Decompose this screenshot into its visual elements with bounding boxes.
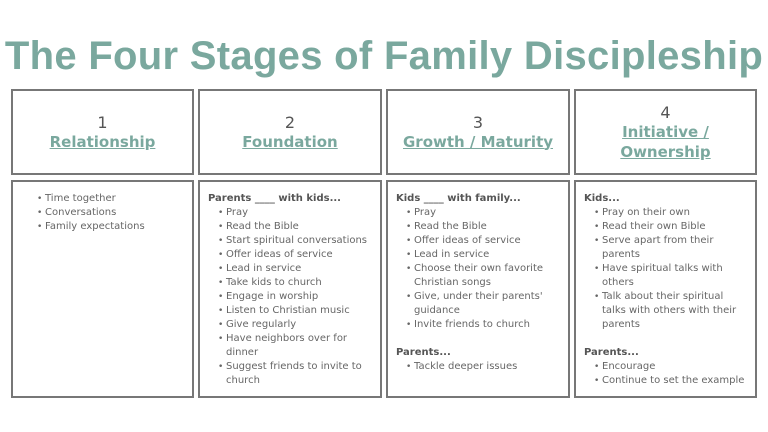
bullet-list: Tackle deeper issues bbox=[396, 360, 560, 374]
section-heading: Parents... bbox=[396, 347, 451, 358]
list-item: Give, under their parents' guidance bbox=[406, 290, 560, 318]
section-heading: Parents... bbox=[584, 347, 639, 358]
section: Parents... Tackle deeper issues bbox=[396, 346, 560, 374]
list-item: Lead in service bbox=[406, 248, 560, 262]
stage-number: 4 bbox=[660, 102, 671, 122]
section-heading: Parents ____ with kids... bbox=[208, 193, 341, 204]
bullet-list: PrayRead the BibleOffer ideas of service… bbox=[396, 206, 560, 332]
list-item: Start spiritual conversations bbox=[218, 234, 372, 248]
stage-title: Foundation bbox=[242, 132, 338, 151]
list-item: Listen to Christian music bbox=[218, 304, 372, 318]
list-item: Give regularly bbox=[218, 318, 372, 332]
list-item: Lead in service bbox=[218, 262, 372, 276]
list-item: Have neighbors over for dinner bbox=[218, 332, 372, 360]
stage-body-2: Parents ____ with kids... PrayRead the Bi… bbox=[198, 180, 382, 398]
stage-body-3: Kids ____ with family... PrayRead the Bib… bbox=[386, 180, 570, 398]
section: Parents... EncourageContinue to set the e… bbox=[584, 346, 747, 388]
list-item: Invite friends to church bbox=[406, 318, 560, 332]
list-item: Talk about their spiritual talks with ot… bbox=[594, 290, 747, 332]
stage-title: Growth / Maturity bbox=[402, 132, 554, 151]
stage-body-1: Time togetherConversationsFamily expecta… bbox=[11, 180, 194, 398]
bullet-list: Time togetherConversationsFamily expecta… bbox=[21, 192, 184, 234]
list-item: Have spiritual talks with others bbox=[594, 262, 747, 290]
stage-number: 3 bbox=[472, 112, 484, 132]
list-item: Take kids to church bbox=[218, 276, 372, 290]
stage-body-4: Kids... Pray on their ownRead their own B… bbox=[574, 180, 757, 398]
list-item: Encourage bbox=[594, 360, 747, 374]
list-item: Time together bbox=[37, 192, 184, 206]
list-item: Read the Bible bbox=[406, 220, 560, 234]
stage-title: Relationship bbox=[49, 132, 156, 151]
list-item: Choose their own favorite Christian song… bbox=[406, 262, 560, 290]
list-item: Continue to set the example bbox=[594, 374, 747, 388]
list-item: Family expectations bbox=[37, 220, 184, 234]
stage-number: 2 bbox=[284, 112, 296, 132]
section: Parents ____ with kids... PrayRead the Bi… bbox=[208, 192, 372, 388]
bullet-list: Pray on their ownRead their own BibleSer… bbox=[584, 206, 747, 332]
list-item: Offer ideas of service bbox=[406, 234, 560, 248]
list-item: Serve apart from their parents bbox=[594, 234, 747, 262]
list-item: Engage in worship bbox=[218, 290, 372, 304]
section: Time togetherConversationsFamily expecta… bbox=[21, 192, 184, 234]
page-title: The Four Stages of Family Discipleship bbox=[4, 34, 764, 78]
stage-number: 1 bbox=[97, 112, 108, 132]
section-heading: Kids... bbox=[584, 193, 620, 204]
section-heading: Kids ____ with family... bbox=[396, 193, 521, 204]
list-item: Read their own Bible bbox=[594, 220, 747, 234]
list-item: Offer ideas of service bbox=[218, 248, 372, 262]
list-item: Read the Bible bbox=[218, 220, 372, 234]
list-item: Pray bbox=[218, 206, 372, 220]
section: Kids... Pray on their ownRead their own B… bbox=[584, 192, 747, 332]
list-item: Pray bbox=[406, 206, 560, 220]
list-item: Tackle deeper issues bbox=[406, 360, 560, 374]
list-item: Suggest friends to invite to church bbox=[218, 360, 372, 388]
stage-title: Initiative / Ownership bbox=[620, 122, 711, 161]
section: Kids ____ with family... PrayRead the Bib… bbox=[396, 192, 560, 332]
bullet-list: EncourageContinue to set the example bbox=[584, 360, 747, 388]
list-item: Conversations bbox=[37, 206, 184, 220]
bullet-list: PrayRead the BibleStart spiritual conver… bbox=[208, 206, 372, 388]
list-item: Pray on their own bbox=[594, 206, 747, 220]
